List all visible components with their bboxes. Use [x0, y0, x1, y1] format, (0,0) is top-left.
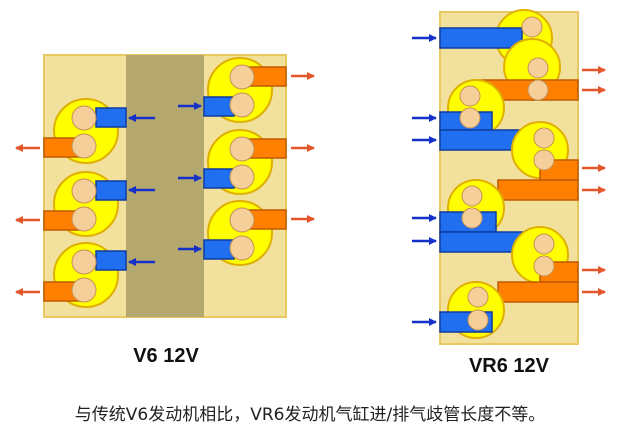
v6-left-cylinder	[43, 171, 127, 237]
vr6-cylinder	[497, 121, 579, 201]
v6-right-cylinder	[203, 57, 287, 123]
vr6-cylinder	[497, 226, 579, 303]
v6-left-cylinder	[43, 242, 127, 308]
v6-right-cylinder	[203, 129, 287, 195]
v6-right-cylinder	[203, 200, 287, 266]
v6-valley-manifold	[126, 55, 204, 317]
v6-diagram: V6 12V	[15, 54, 315, 367]
v6-left-cylinder	[43, 98, 127, 164]
vr6-label: VR6 12V	[469, 355, 550, 377]
vr6-cylinder	[439, 281, 505, 339]
figure-caption: 与传统V6发动机相比，VR6发动机气缸进/排气歧管长度不等。	[75, 404, 545, 425]
v6-label: V6 12V	[133, 345, 199, 367]
vr6-diagram: VR6 12V	[412, 9, 606, 377]
vr6-cylinder	[439, 179, 525, 253]
vr6-cylinder	[439, 79, 525, 151]
